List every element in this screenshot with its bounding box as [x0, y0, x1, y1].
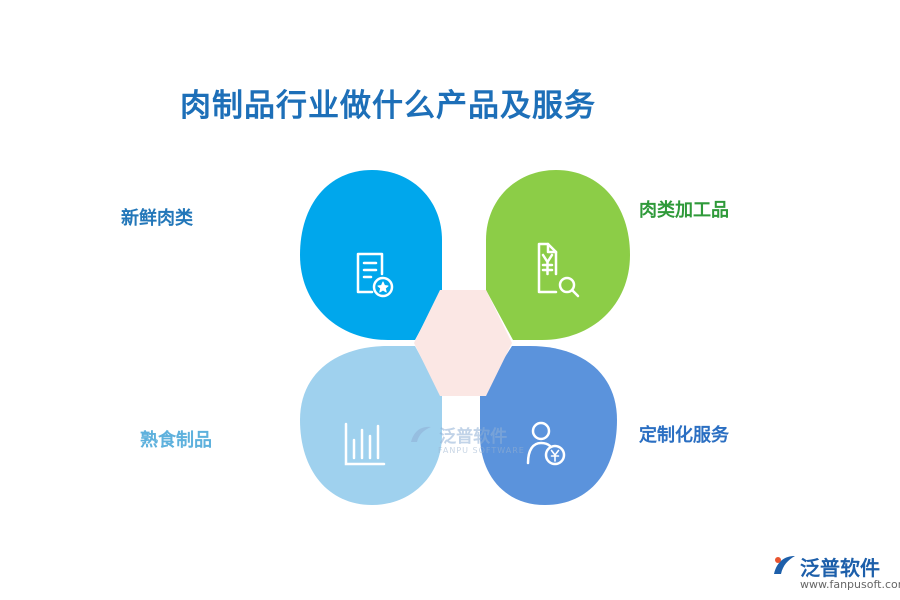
- yuan-document-search-icon: [537, 242, 580, 298]
- watermark-logo-url: www.fanpusoft.com: [800, 578, 900, 591]
- user-yuan-icon: [526, 421, 566, 466]
- petal-cooked-food: [300, 346, 442, 505]
- label-fresh-meat: 新鲜肉类: [121, 208, 193, 229]
- watermark-center-en: FANPU SOFTWARE: [438, 446, 525, 455]
- label-custom-service: 定制化服务: [639, 425, 729, 446]
- fanpu-logo-icon: [411, 426, 431, 442]
- watermark-center: 泛普软件 FANPU SOFTWARE: [408, 422, 524, 455]
- watermark-center-cn: 泛普软件: [439, 427, 508, 447]
- center-hexagon: [414, 290, 512, 396]
- bar-chart-icon: [344, 422, 386, 466]
- document-star-icon: [356, 252, 394, 298]
- fanpu-logo-icon: [774, 556, 795, 574]
- petal-custom-service: [480, 346, 617, 505]
- watermark-logo-cn: 泛普软件: [800, 556, 880, 580]
- page-title: 肉制品行业做什么产品及服务: [180, 88, 596, 124]
- label-processed-meat: 肉类加工品: [639, 200, 729, 221]
- label-cooked-food: 熟食制品: [140, 430, 212, 451]
- petal-processed-meat: [486, 170, 630, 340]
